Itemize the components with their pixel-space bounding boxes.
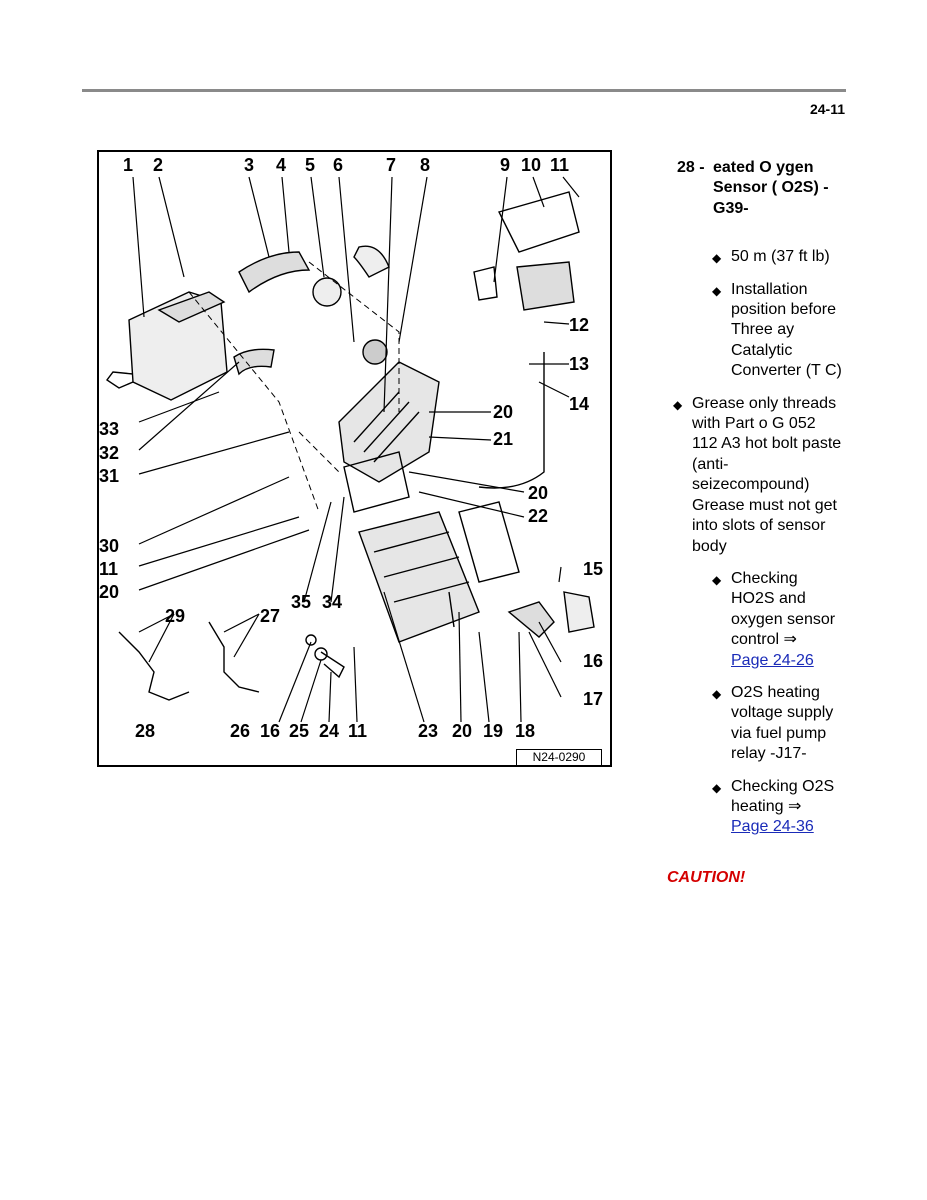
figure-label: 16 [260, 721, 281, 741]
item-number: 28 - [677, 159, 705, 176]
figure-label: 15 [583, 559, 604, 579]
exploded-diagram: 1 2 3 4 5 6 7 8 9 10 11 12 13 14 20 21 2… [97, 150, 612, 767]
item-title: eated O ygen Sensor ( O2S) -G39- [713, 159, 829, 217]
figure-label: 14 [569, 394, 590, 414]
figure-label: 20 [452, 721, 473, 741]
figure-label: 22 [528, 506, 549, 526]
diamond-bullet-icon: ◆ [673, 397, 683, 412]
bullet-item: ◆ Checking HO2S and oxygen sensor contro… [712, 569, 845, 671]
page-number: 24-11 [809, 101, 845, 117]
diamond-bullet-icon: ◆ [712, 251, 722, 266]
bullet-item: ◆ O2S heating voltage supply via fuel pu… [712, 683, 845, 765]
figure-label: 19 [483, 721, 504, 741]
figure-label: 34 [322, 592, 343, 612]
figure-label: 7 [386, 155, 397, 175]
bullet-text: O2S heating voltage supply via fuel pump… [731, 683, 834, 763]
bullet-text: Checking HO2S and oxygen sensor control … [731, 569, 836, 649]
bullet-item: ◆ Installation position before Three ay … [712, 280, 845, 382]
figure-label: 27 [260, 606, 281, 626]
diamond-bullet-icon: ◆ [712, 780, 722, 795]
figure-label: 33 [99, 419, 120, 439]
figure-label: 8 [420, 155, 431, 175]
figure-label: 11 [550, 155, 570, 175]
figure-label: 12 [569, 315, 590, 335]
bullet-item: ◆ Grease only threads with Part o G 052 … [673, 394, 845, 557]
figure-label: 23 [418, 721, 439, 741]
figure-label: 25 [289, 721, 310, 741]
figure-label: 16 [583, 651, 604, 671]
figure-label: 13 [569, 354, 590, 374]
figure-label: 30 [99, 536, 120, 556]
figure-label: 24 [319, 721, 340, 741]
figure-label: 1 [123, 155, 134, 175]
bullet-item: ◆ Checking O2S heating ⇒ Page 24-36 [712, 777, 845, 838]
page-link[interactable]: Page 24-26 [731, 651, 814, 669]
figure-label: 11 [348, 721, 368, 741]
figure-label: 20 [528, 483, 549, 503]
figure-label: 31 [99, 466, 120, 486]
figure-label: 20 [99, 582, 120, 602]
bullet-item: ◆ 50 m (37 ft lb) [712, 247, 845, 267]
figure-label: 32 [99, 443, 120, 463]
figure-label: 5 [305, 155, 316, 175]
figure-id: N24-0290 [516, 749, 602, 766]
diamond-bullet-icon: ◆ [712, 686, 722, 701]
header-rule [82, 89, 846, 92]
figure-label: 10 [521, 155, 542, 175]
bullet-text: 50 m (37 ft lb) [731, 248, 830, 266]
figure-label: 3 [244, 155, 255, 175]
caution-label: CAUTION! [667, 868, 746, 886]
figure-label: 4 [276, 155, 287, 175]
figure-label: 17 [583, 689, 604, 709]
figure-label: 28 [135, 721, 156, 741]
bullet-text: Installation position before Three ay Ca… [731, 280, 842, 380]
figure-label: 2 [153, 155, 164, 175]
bullet-text: Grease only threads with Part o G 052 11… [692, 394, 842, 555]
figure-label: 11 [99, 559, 119, 579]
diamond-bullet-icon: ◆ [712, 572, 722, 587]
page-link[interactable]: Page 24-36 [731, 818, 814, 836]
figure-label: 9 [500, 155, 511, 175]
figure-label: 6 [333, 155, 344, 175]
bullet-text: Checking O2S heating ⇒ [731, 777, 835, 815]
figure-label: 29 [165, 606, 186, 626]
item-heading: 28 - eated O ygen Sensor ( O2S) -G39- [655, 158, 845, 219]
item-description: 28 - eated O ygen Sensor ( O2S) -G39- ◆ … [655, 158, 845, 888]
figure-label: 26 [230, 721, 251, 741]
figure-label: 20 [493, 402, 514, 422]
figure-label: 18 [515, 721, 536, 741]
diamond-bullet-icon: ◆ [712, 283, 722, 298]
engine-parts-drawing [105, 176, 595, 723]
figure-label: 35 [291, 592, 312, 612]
figure-label: 21 [493, 429, 514, 449]
